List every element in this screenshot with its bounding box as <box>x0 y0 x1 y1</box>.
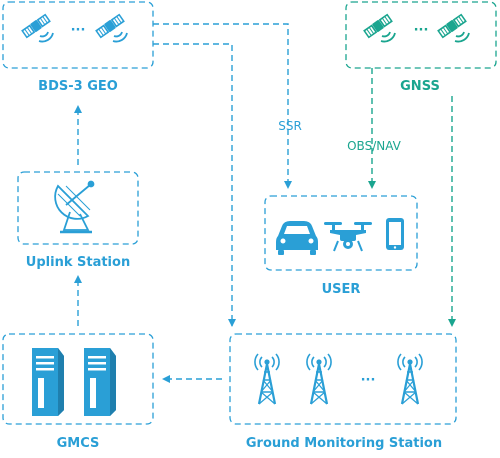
server-icon <box>84 348 116 416</box>
bds3-geo-box <box>2 1 154 69</box>
edge-label-ssr: SSR <box>278 119 302 133</box>
uplink-label: Uplink Station <box>26 255 130 270</box>
arrow-bds3-to-user <box>153 23 292 189</box>
bds3-ellipsis: ··· <box>71 23 86 38</box>
satellite-icon <box>362 12 396 43</box>
car-icon <box>276 221 318 255</box>
ground-box <box>229 333 457 425</box>
arrow-bds3-to-ground <box>153 43 236 327</box>
ground-label: Ground Monitoring Station <box>246 436 442 451</box>
satellite-icon <box>436 12 470 43</box>
gmcs-label: GMCS <box>57 436 100 451</box>
gnss-box <box>345 1 497 69</box>
server-icon <box>32 348 64 416</box>
radio-tower-icon <box>305 352 333 406</box>
gnss-label: GNSS <box>400 79 440 94</box>
user-label: USER <box>322 282 361 297</box>
smartphone-icon <box>386 218 404 250</box>
satellite-dish-icon <box>54 180 95 234</box>
bds3-geo-label: BDS-3 GEO <box>38 79 118 94</box>
user-box <box>264 195 418 271</box>
gmcs-box <box>2 333 154 425</box>
gnss-ellipsis: ··· <box>414 23 429 38</box>
edge-label-obs-nav: OBS/NAV <box>347 139 402 153</box>
radio-tower-icon <box>253 352 281 406</box>
ground-ellipsis: ··· <box>361 373 376 388</box>
satellite-icon <box>20 12 54 43</box>
satellite-icon <box>94 12 128 43</box>
radio-tower-icon <box>396 352 424 406</box>
drone-icon <box>324 222 372 252</box>
uplink-box <box>17 171 139 245</box>
